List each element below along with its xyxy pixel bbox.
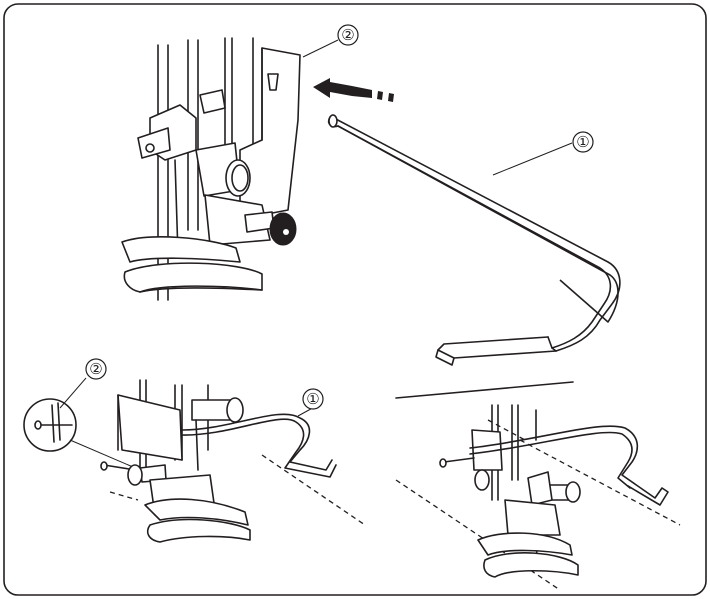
fabric-edge-line xyxy=(395,381,574,399)
seam-line-left xyxy=(395,479,561,591)
svg-text:①: ① xyxy=(576,133,589,151)
callout-1-bottom: ① xyxy=(302,388,324,410)
svg-text:②: ② xyxy=(89,360,102,378)
callout-1-leader-top xyxy=(492,142,573,176)
guide-line-1 xyxy=(261,454,366,526)
callout-2-bottom: ② xyxy=(85,358,107,380)
callout-2-leader-top xyxy=(302,39,339,58)
presser-foot-bottom-right xyxy=(395,381,681,591)
callout-2-leader-bottom xyxy=(59,377,87,409)
seam-line-1 xyxy=(109,491,139,501)
svg-text:①: ① xyxy=(306,390,319,408)
quilting-guide-bar xyxy=(327,114,621,366)
presser-foot-top xyxy=(121,37,301,301)
callout-2-top: ② xyxy=(337,24,359,46)
illustration-frame xyxy=(3,3,707,596)
insert-arrow xyxy=(313,78,394,102)
seam-line-right xyxy=(519,439,681,526)
seam-line-mid xyxy=(487,419,526,441)
callout-1-top: ① xyxy=(572,131,594,153)
presser-foot-bottom-left xyxy=(23,379,337,543)
svg-text:②: ② xyxy=(341,26,354,44)
